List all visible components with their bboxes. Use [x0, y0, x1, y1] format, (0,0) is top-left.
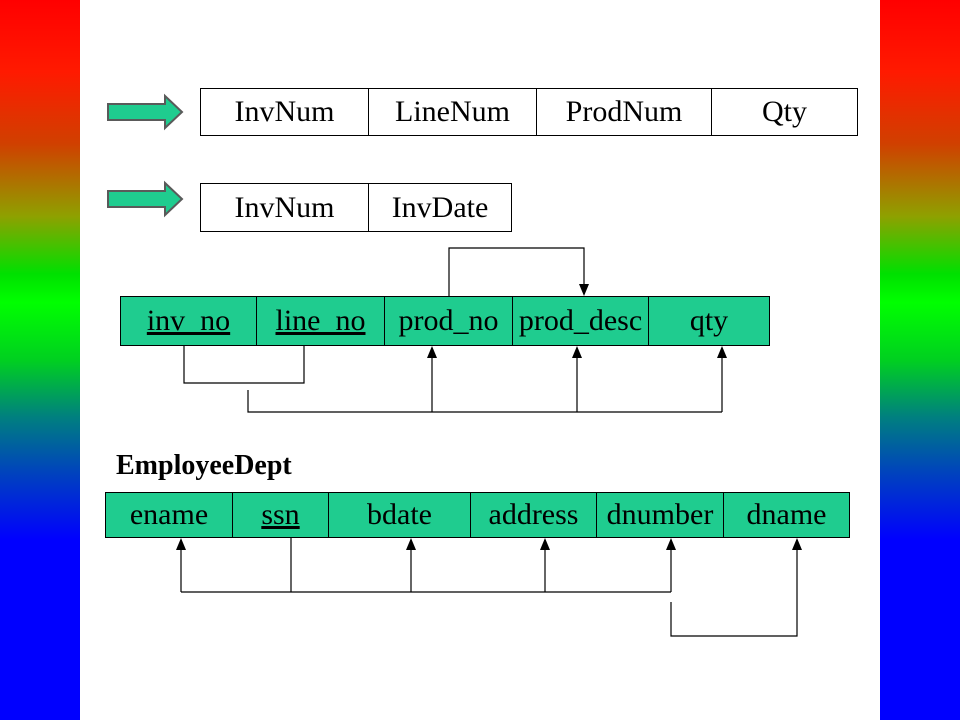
attribute-cell: qty [689, 304, 729, 337]
attribute-cell: Qty [762, 95, 807, 128]
dependency-ssn-to-attributes [176, 538, 676, 593]
left-gradient-bar [0, 0, 80, 720]
attribute-cell: bdate [329, 493, 471, 537]
relation-invoice: InvNum InvDate [200, 183, 512, 232]
dependency-key-to-attributes [247, 346, 727, 413]
relation-title: EmployeeDept [116, 450, 292, 481]
dependency-dnumber-dname [670, 538, 802, 637]
relation-employee-dept: ename ssn bdate address dnumber dname [105, 492, 850, 538]
attribute-cell: InvNum [201, 89, 369, 135]
attribute-cell-key: inv_no [121, 297, 257, 345]
relation-inv-prod: inv_no line_no prod_no prod_desc qty [120, 296, 770, 346]
attribute-cell: address [471, 493, 597, 537]
attribute-cell: InvDate [391, 190, 489, 224]
attribute-cell: LineNum [369, 89, 537, 135]
attribute-cell: InvNum [201, 184, 369, 231]
dependency-prodno-proddesc [448, 247, 589, 296]
attribute-cell: prod_no [385, 297, 513, 345]
right-gradient-bar [880, 0, 960, 720]
attribute-cell: dnumber [597, 493, 724, 537]
attribute-cell-key: line_no [257, 297, 385, 345]
attribute-cell: dname [746, 498, 827, 531]
attribute-cell: ProdNum [537, 89, 712, 135]
right-arrow-icon [107, 93, 184, 131]
composite-key-bracket [183, 346, 305, 384]
attribute-cell-key: ssn [233, 493, 329, 537]
attribute-cell: prod_desc [513, 297, 649, 345]
right-arrow-icon [107, 180, 184, 218]
relation-invoice-line: InvNum LineNum ProdNum Qty [200, 88, 858, 136]
attribute-cell: ename [106, 493, 233, 537]
